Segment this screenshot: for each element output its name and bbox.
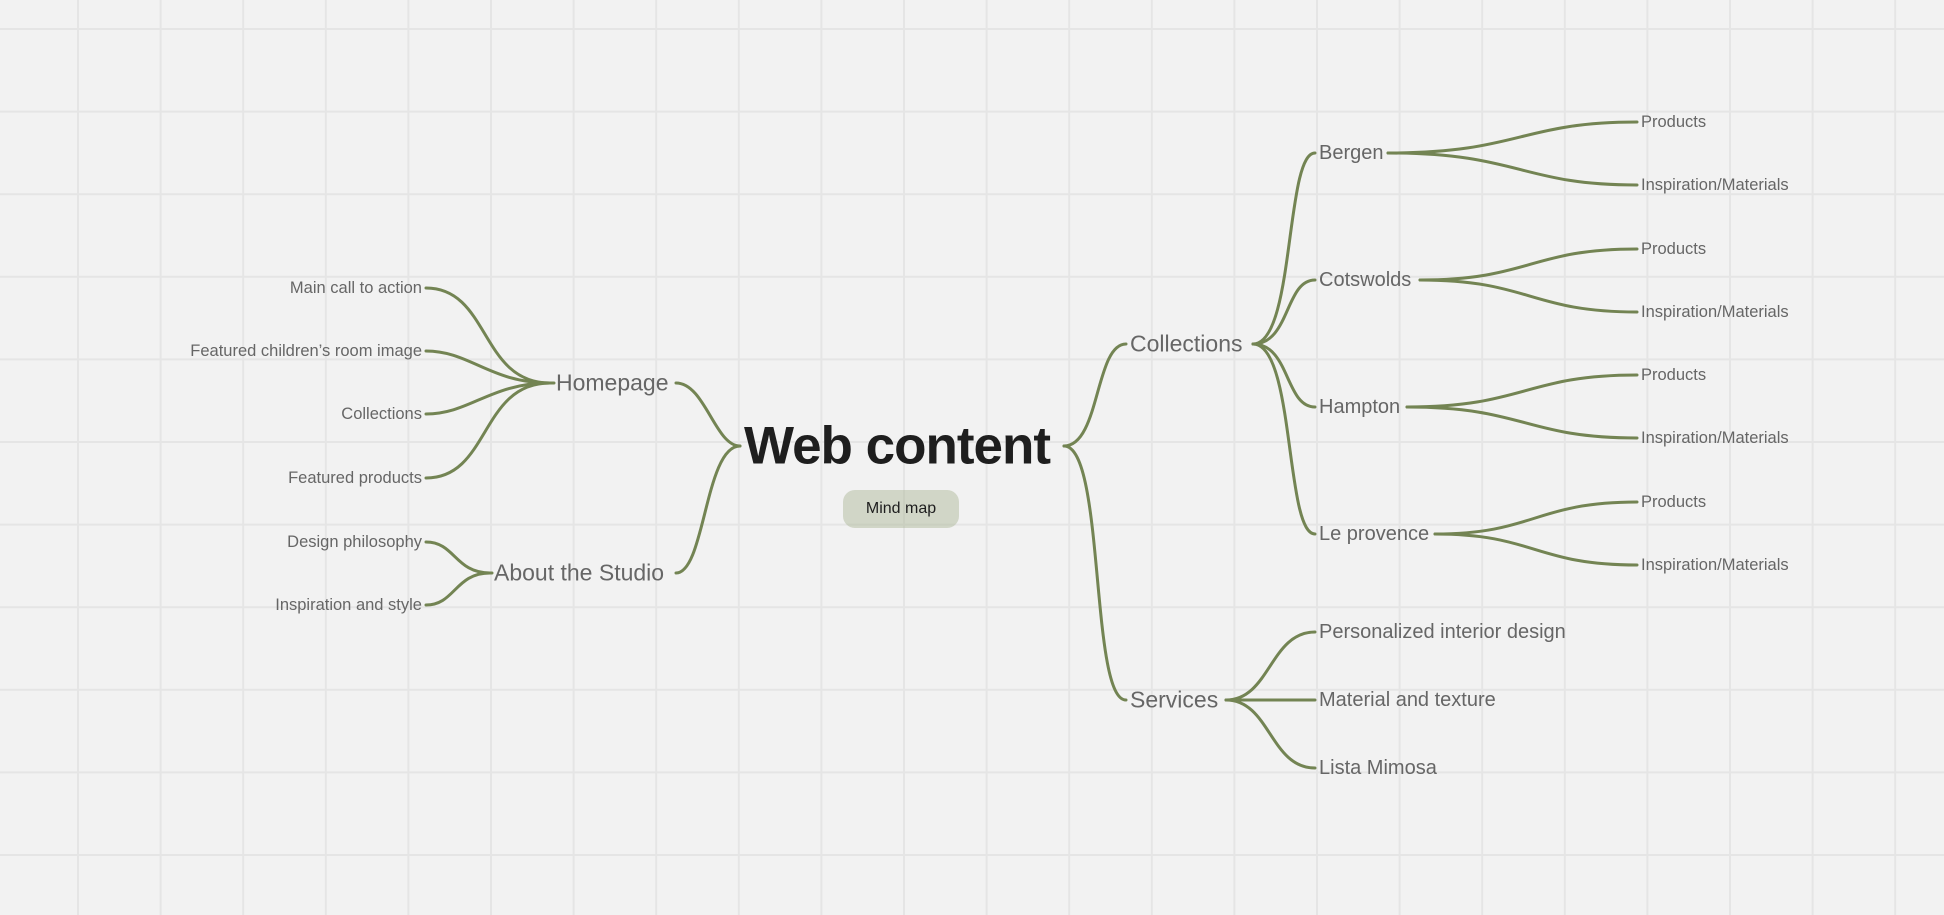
node-services[interactable]: Services <box>1130 686 1219 713</box>
node-lista-mimosa[interactable]: Lista Mimosa <box>1319 757 1437 779</box>
node-cotswolds-inspiration[interactable]: Inspiration/Materials <box>1641 302 1789 321</box>
node-bergen-inspiration[interactable]: Inspiration/Materials <box>1641 175 1789 194</box>
link-root-about <box>674 444 742 575</box>
mind-map-badge[interactable]: Mind map <box>843 490 959 528</box>
node-bergen-products[interactable]: Products <box>1641 112 1707 131</box>
node-featured-childrens-room-image[interactable]: Featured children’s room image <box>190 341 422 360</box>
root-node-title[interactable]: Web content <box>744 416 1051 476</box>
node-cotswolds[interactable]: Cotswolds <box>1319 269 1412 291</box>
node-personalized-interior-design[interactable]: Personalized interior design <box>1319 621 1566 643</box>
node-collections[interactable]: Collections <box>1130 330 1243 357</box>
node-hampton-products[interactable]: Products <box>1641 365 1707 384</box>
node-cotswolds-products[interactable]: Products <box>1641 239 1707 258</box>
node-about-the-studio[interactable]: About the Studio <box>494 559 665 586</box>
node-le-provence[interactable]: Le provence <box>1319 523 1430 545</box>
node-homepage[interactable]: Homepage <box>556 369 669 396</box>
node-design-philosophy[interactable]: Design philosophy <box>287 532 422 551</box>
node-inspiration-and-style[interactable]: Inspiration and style <box>275 595 422 614</box>
node-hampton-inspiration[interactable]: Inspiration/Materials <box>1641 428 1789 447</box>
link-root-homepage <box>674 381 742 448</box>
node-main-call-to-action[interactable]: Main call to action <box>289 278 422 297</box>
node-hampton[interactable]: Hampton <box>1319 396 1401 418</box>
node-material-and-texture[interactable]: Material and texture <box>1319 689 1496 711</box>
node-bergen[interactable]: Bergen <box>1319 142 1384 164</box>
node-homepage-collections[interactable]: Collections <box>341 404 422 423</box>
link-root-services <box>1062 444 1128 702</box>
node-featured-products[interactable]: Featured products <box>288 468 422 487</box>
node-le-provence-products[interactable]: Products <box>1641 492 1707 511</box>
node-le-provence-inspiration[interactable]: Inspiration/Materials <box>1641 555 1789 574</box>
link-root-collections <box>1062 342 1128 448</box>
